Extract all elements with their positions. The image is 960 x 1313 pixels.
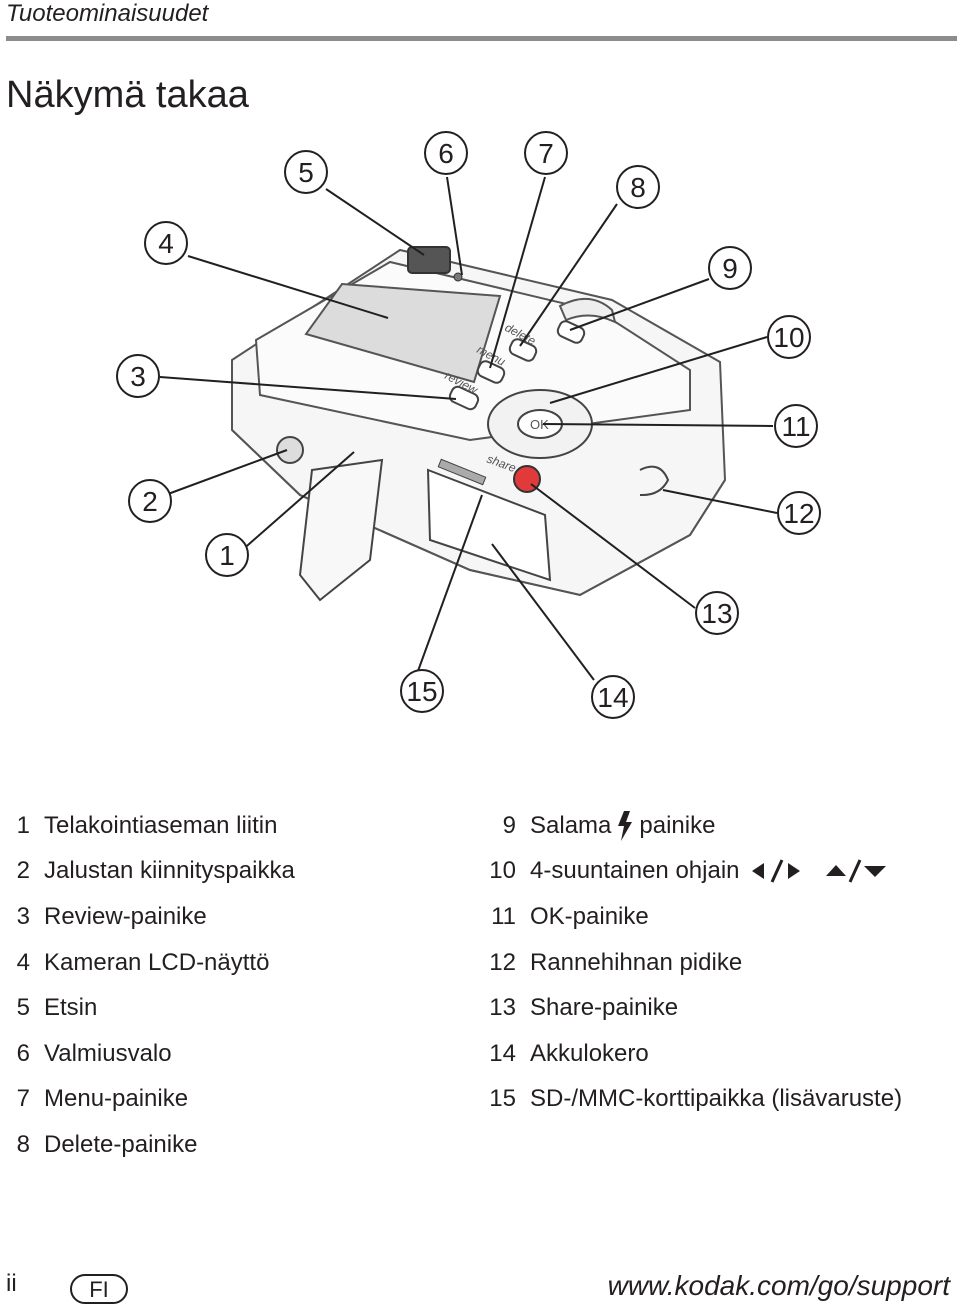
legend-number: 5 [0, 994, 44, 1022]
legend-text: Menu-painike [44, 1085, 188, 1113]
legend-text: Kameran LCD-näyttö [44, 949, 269, 977]
flash-icon [615, 811, 635, 841]
ready-light [454, 273, 462, 281]
svg-text:13: 13 [701, 598, 732, 629]
svg-text:12: 12 [783, 498, 814, 529]
legend-text: SD-/MMC-korttipaikka (lisävaruste) [530, 1085, 902, 1113]
callout-13: 13 [696, 592, 738, 634]
svg-text:15: 15 [406, 676, 437, 707]
svg-text:9: 9 [722, 253, 738, 284]
legend-text: Valmiusvalo [44, 1040, 172, 1068]
legend-number: 3 [0, 903, 44, 931]
legend-number: 6 [0, 1040, 44, 1068]
callout-10: 10 [768, 316, 810, 358]
callout-2: 2 [129, 480, 171, 522]
legend-text: Share-painike [530, 994, 678, 1022]
legend-text: Salama [530, 812, 611, 840]
svg-text:7: 7 [538, 138, 554, 169]
legend-number: 1 [0, 812, 44, 840]
svg-text:6: 6 [438, 138, 454, 169]
svg-text:14: 14 [597, 682, 628, 713]
header-rule [6, 36, 957, 41]
svg-text:1: 1 [219, 540, 235, 571]
page-title: Näkymä takaa [6, 74, 249, 117]
svg-text:11: 11 [781, 411, 810, 442]
legend-text: Akkulokero [530, 1040, 649, 1068]
legend-text: Delete-painike [44, 1131, 197, 1159]
legend-text: Etsin [44, 994, 97, 1022]
legend-text: Telakointiaseman liitin [44, 812, 277, 840]
callout-7: 7 [525, 132, 567, 174]
legend-number: 7 [0, 1085, 44, 1113]
camera-back-view-illustration: review menu delete OK share 1 2 3 4 5 [0, 120, 960, 740]
legend-text: OK-painike [530, 903, 649, 931]
callout-12: 12 [778, 492, 820, 534]
legend-number: 8 [0, 1131, 44, 1159]
callout-9: 9 [709, 247, 751, 289]
callout-4: 4 [145, 222, 187, 264]
legend-right-column: 9 Salama painike 10 4-suuntainen ohjain … [478, 803, 958, 1122]
page-number: ii [6, 1270, 17, 1298]
tripod-socket [277, 437, 303, 463]
callout-15: 15 [401, 670, 443, 712]
legend-text: Rannehihnan pidike [530, 949, 742, 977]
legend-number: 14 [478, 1040, 530, 1068]
callout-8: 8 [617, 166, 659, 208]
legend-number: 10 [478, 857, 530, 885]
svg-text:4: 4 [158, 228, 174, 259]
running-title: Tuoteominaisuudet [6, 0, 208, 28]
legend-text: 4-suuntainen ohjain [530, 857, 740, 885]
callout-5: 5 [285, 151, 327, 193]
legend-text: Jalustan kiinnityspaikka [44, 857, 295, 885]
legend-number: 4 [0, 949, 44, 977]
legend-text: Review-painike [44, 903, 207, 931]
callout-11: 11 [775, 405, 817, 447]
callout-14: 14 [592, 676, 634, 718]
viewfinder [408, 247, 450, 273]
legend-number: 2 [0, 857, 44, 885]
four-way-arrows-icon [750, 856, 890, 886]
legend-number: 13 [478, 994, 530, 1022]
svg-text:8: 8 [630, 172, 646, 203]
legend-number: 9 [478, 812, 530, 840]
legend-text-after: painike [639, 812, 715, 840]
svg-text:2: 2 [142, 486, 158, 517]
legend-number: 11 [478, 903, 530, 931]
legend-number: 15 [478, 1085, 530, 1113]
legend-item: 9 Salama painike [478, 803, 958, 849]
legend-item: 10 4-suuntainen ohjain [478, 849, 958, 895]
compartment-door [300, 460, 382, 600]
support-url[interactable]: www.kodak.com/go/support [608, 1270, 950, 1302]
svg-text:10: 10 [773, 322, 804, 353]
callout-6: 6 [425, 132, 467, 174]
svg-text:3: 3 [130, 361, 146, 392]
svg-text:5: 5 [298, 157, 314, 188]
legend-number: 12 [478, 949, 530, 977]
language-badge: FI [70, 1274, 128, 1304]
callout-3: 3 [117, 355, 159, 397]
callout-1: 1 [206, 534, 248, 576]
